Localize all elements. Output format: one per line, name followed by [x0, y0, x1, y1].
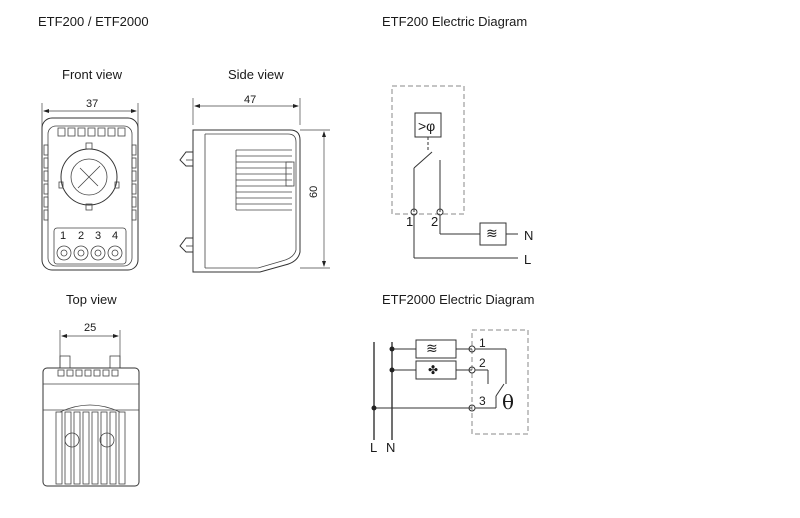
- front-view-label: Front view: [62, 67, 122, 82]
- side-view-label: Side view: [228, 67, 284, 82]
- front-terminal-1: 1: [60, 230, 67, 242]
- etf200-live-label: L: [524, 252, 532, 267]
- fan-icon: ✤: [428, 363, 439, 377]
- etf2000-theta-symbol: θ: [502, 390, 515, 414]
- front-terminal-3: 3: [95, 230, 102, 242]
- etf200-sensor-symbol: >φ: [418, 118, 436, 134]
- top-view-label: Top view: [66, 292, 117, 307]
- front-terminal-4: 4: [112, 230, 119, 242]
- etf2000-heater-symbol: ≋: [426, 340, 438, 356]
- front-view-drawing: [41, 103, 139, 271]
- front-terminal-2: 2: [78, 230, 85, 242]
- etf200-terminal-1: 1: [406, 214, 414, 229]
- etf200-wiring-diagram: [391, 85, 518, 259]
- etf2000-terminal-1: 1: [479, 336, 486, 350]
- etf2000-terminal-3: 3: [479, 394, 486, 408]
- top-width-dimension: 25: [84, 322, 97, 334]
- etf2000-neutral-label: N: [386, 440, 396, 455]
- sheet-title: ETF200 / ETF2000: [38, 14, 149, 29]
- etf2000-wiring-diagram: [371, 329, 529, 440]
- etf2000-terminal-2: 2: [479, 356, 486, 370]
- front-width-dimension: 37: [86, 98, 99, 110]
- side-width-dimension: 47: [244, 94, 257, 106]
- etf200-diagram-title: ETF200 Electric Diagram: [382, 14, 528, 29]
- etf200-heater-symbol: ≋: [486, 225, 498, 241]
- etf2000-live-label: L: [370, 440, 378, 455]
- side-view-drawing: [179, 98, 330, 273]
- etf2000-diagram-title: ETF2000 Electric Diagram: [382, 292, 535, 307]
- etf200-neutral-label: N: [524, 228, 534, 243]
- etf200-terminal-2: 2: [431, 214, 439, 229]
- top-view-drawing: [42, 330, 140, 487]
